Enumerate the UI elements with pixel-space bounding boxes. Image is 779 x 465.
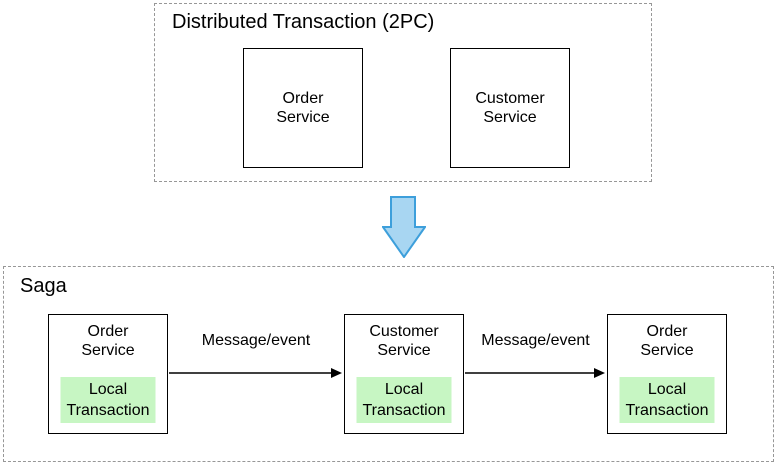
saga-customer-service-label: Customer Service: [369, 323, 439, 359]
down-arrow-icon: [382, 196, 426, 258]
message-event-label-1: Message/event: [201, 332, 311, 349]
right-arrow-icon-1: [169, 368, 342, 378]
two-pc-customer-service-box: Customer Service: [450, 48, 570, 168]
saga-order-service-box-1: Order Service Local Transaction: [48, 314, 168, 434]
local-transaction-box-1: Local Transaction: [60, 377, 156, 423]
two-pc-customer-service-label: Customer Service: [475, 90, 545, 126]
right-arrow-icon-2: [465, 368, 605, 378]
two-pc-order-service-box: Order Service: [243, 48, 363, 168]
saga-title: Saga: [20, 275, 67, 297]
two-pc-order-service-label: Order Service: [276, 90, 330, 126]
local-transaction-box-2: Local Transaction: [356, 377, 452, 423]
saga-customer-service-box: Customer Service Local Transaction: [344, 314, 464, 434]
saga-order-service-label-1: Order Service: [81, 323, 135, 359]
message-event-label-2: Message/event: [481, 332, 590, 349]
local-transaction-box-3: Local Transaction: [619, 377, 715, 423]
two-pc-title: Distributed Transaction (2PC): [172, 11, 435, 33]
two-pc-container: Distributed Transaction (2PC): [154, 3, 652, 182]
saga-order-service-box-2: Order Service Local Transaction: [607, 314, 727, 434]
saga-order-service-label-2: Order Service: [640, 323, 694, 359]
